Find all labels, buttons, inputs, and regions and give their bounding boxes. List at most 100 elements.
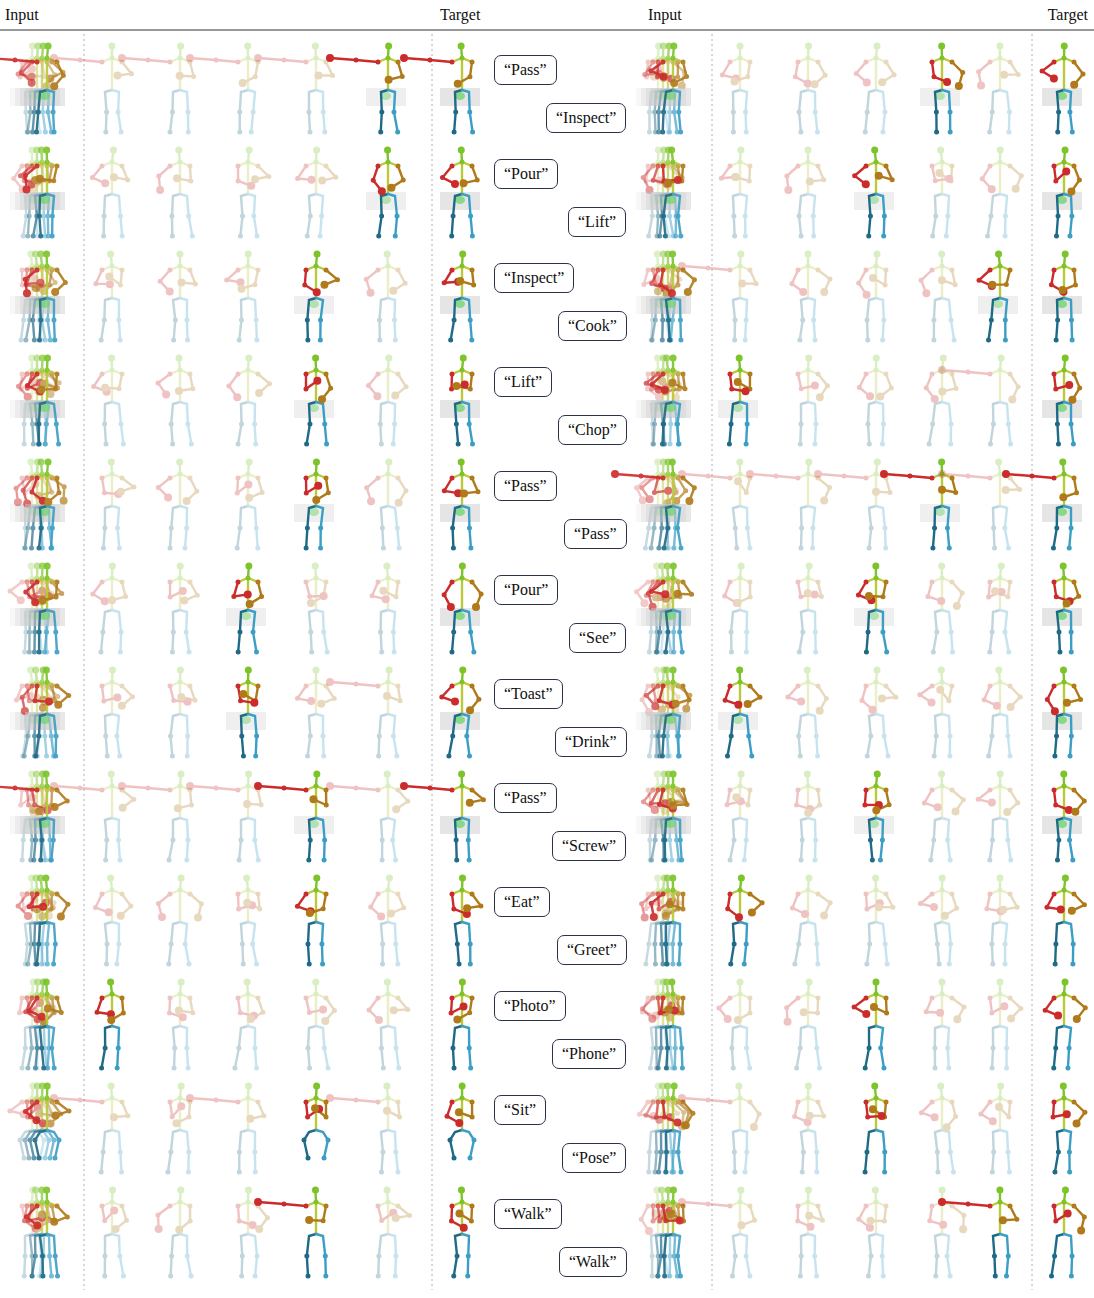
joint — [117, 386, 122, 391]
joint — [168, 164, 173, 169]
joint — [731, 214, 736, 219]
joint — [118, 214, 123, 219]
joint — [318, 338, 323, 343]
joint — [927, 442, 932, 447]
skeleton — [720, 43, 753, 135]
joint — [862, 180, 870, 188]
joint — [650, 214, 655, 219]
joint — [176, 251, 183, 258]
joint — [1072, 268, 1077, 273]
joint — [245, 355, 252, 362]
joint — [185, 110, 190, 115]
joint — [312, 355, 319, 362]
joint — [1055, 422, 1060, 427]
joint — [931, 318, 936, 323]
joint — [880, 470, 888, 478]
joint — [44, 422, 49, 427]
motion-row — [611, 459, 1082, 551]
joint — [881, 234, 886, 239]
joint — [676, 110, 681, 115]
joint — [256, 476, 261, 481]
joint — [674, 490, 679, 495]
joint — [50, 82, 58, 90]
joint — [373, 392, 381, 400]
joint — [880, 130, 885, 135]
joint — [869, 274, 877, 282]
joint — [988, 372, 993, 377]
joint — [987, 130, 992, 135]
joint — [255, 546, 260, 551]
joint — [863, 291, 871, 299]
joint — [38, 234, 43, 239]
joint — [193, 281, 198, 286]
joint — [37, 386, 45, 394]
joint — [453, 110, 458, 115]
joint — [45, 43, 52, 50]
joint — [178, 472, 183, 477]
joint — [825, 383, 830, 388]
joint — [1054, 234, 1059, 239]
joint — [681, 164, 686, 169]
joint — [684, 288, 692, 296]
joint — [737, 251, 744, 258]
joint — [396, 268, 401, 273]
joint — [663, 355, 670, 362]
joint — [396, 164, 401, 169]
joint — [314, 482, 322, 490]
joint — [305, 338, 310, 343]
joint — [815, 130, 820, 135]
joint — [1062, 160, 1067, 165]
joint — [748, 60, 753, 65]
joint — [799, 526, 804, 531]
joint — [189, 442, 194, 447]
joint — [236, 476, 241, 481]
joint — [50, 214, 55, 219]
joint — [246, 160, 251, 165]
joint — [335, 277, 340, 282]
object-marker — [455, 508, 465, 516]
joint — [188, 476, 193, 481]
joint — [649, 546, 654, 551]
joint — [1019, 173, 1024, 178]
joint — [330, 73, 335, 78]
joint — [664, 487, 672, 495]
skeleton — [856, 251, 888, 343]
joint — [1067, 187, 1075, 195]
joint — [156, 186, 164, 194]
joint — [988, 164, 993, 169]
joint — [308, 214, 313, 219]
motion-row — [636, 355, 1082, 447]
joint — [45, 264, 50, 269]
joint — [880, 442, 885, 447]
joint — [244, 481, 252, 489]
joint — [395, 499, 403, 507]
joint — [54, 422, 59, 427]
joint — [1004, 282, 1009, 287]
joint — [451, 546, 456, 551]
joint — [18, 173, 23, 178]
joint — [376, 164, 381, 169]
joint — [789, 281, 794, 286]
joint — [930, 268, 935, 273]
joint — [102, 318, 107, 323]
joint — [681, 60, 686, 65]
joint — [678, 234, 683, 239]
joint — [889, 386, 894, 391]
joint — [315, 71, 323, 79]
joint — [236, 178, 241, 183]
joint — [119, 130, 124, 135]
joint — [933, 214, 938, 219]
joint — [738, 160, 743, 165]
joint — [450, 60, 455, 65]
joint — [874, 56, 879, 61]
motion-row — [636, 43, 1086, 135]
joint — [55, 476, 60, 481]
joint — [738, 279, 746, 287]
joint — [875, 172, 883, 180]
joint — [99, 338, 104, 343]
joint — [945, 175, 953, 183]
joint — [14, 486, 19, 491]
joint — [253, 74, 258, 79]
joint — [254, 338, 259, 343]
joint — [731, 110, 736, 115]
